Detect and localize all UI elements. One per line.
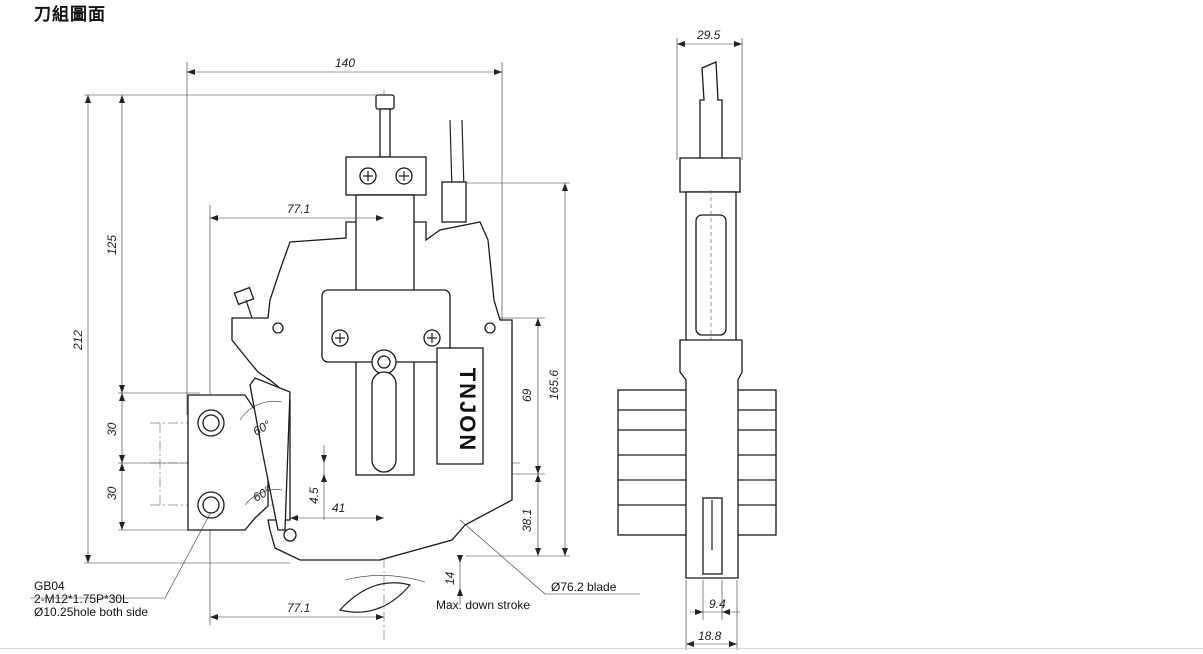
brand-label: TNJON: [455, 368, 480, 453]
mount-note-line1: GB04: [34, 579, 65, 593]
bottom-divider: [0, 648, 1203, 649]
dim-77-lower: 77.1: [287, 601, 310, 615]
dim-29-5: 29.5: [696, 28, 721, 42]
dim-41: 41: [332, 501, 345, 515]
mount-note-line2: 2-M12*1.75P*30L: [34, 592, 129, 606]
stroke-note: Max. down stroke: [436, 598, 530, 612]
screw-slot: [335, 333, 437, 343]
angle-arc: [239, 400, 283, 421]
dim-69: 69: [520, 388, 534, 402]
dim-arrow: [695, 609, 730, 615]
top-clamp-block: [345, 156, 427, 196]
blade-disk: [338, 582, 412, 613]
dim-arrow: [321, 455, 327, 482]
dim-18-8: 18.8: [698, 629, 722, 643]
adjust-slot: [371, 371, 397, 473]
dim-4-5: 4.5: [307, 487, 321, 504]
dim-38: 38.1: [520, 509, 534, 532]
blade-arc: [344, 575, 426, 583]
dim-165: 165.6: [547, 370, 561, 400]
leader-line: [164, 511, 212, 599]
dim-arrow: [119, 393, 125, 463]
dim-125: 125: [105, 235, 119, 255]
side-top-rod: [699, 61, 723, 161]
adjust-bolt-center: [377, 355, 391, 369]
blade-pivot: [283, 528, 297, 542]
dim-30-upper: 30: [105, 422, 119, 436]
cable-connector: [441, 181, 467, 223]
top-cap: [375, 94, 395, 110]
side-knob: [233, 286, 255, 306]
front-view: TNJON 60° 60° 140 77.1 77.1: [30, 56, 640, 640]
angle-arc: [244, 489, 283, 506]
brand-plate: [436, 347, 484, 465]
side-view: 29.5 9.4 18.8: [617, 28, 777, 650]
blade-note: Ø76.2 blade: [551, 580, 617, 594]
side-lower-body: [679, 339, 743, 579]
side-knob-stem: [245, 299, 253, 319]
dim-212: 212: [71, 330, 85, 351]
hole-icon: [272, 322, 284, 334]
mount-hole-inner: [202, 496, 220, 514]
mount-note-line3: Ø10.25hole both side: [34, 605, 148, 619]
hole-icon: [484, 322, 496, 334]
dim-30-lower: 30: [105, 486, 119, 500]
mount-hole-inner: [202, 414, 220, 432]
dim-140: 140: [335, 56, 355, 70]
dim-arrow: [119, 463, 125, 530]
side-upper-block: [679, 157, 741, 193]
page-title: 刀組圖面: [34, 5, 106, 25]
blade-wedge: [249, 377, 291, 531]
leader-line: [459, 519, 546, 595]
dim-77-upper: 77.1: [287, 202, 310, 216]
dim-9-4: 9.4: [709, 597, 726, 611]
top-rod: [379, 108, 391, 158]
screw-slot: [363, 171, 409, 181]
dim-arrow: [677, 41, 742, 47]
dim-14: 14: [443, 571, 457, 585]
cable: [449, 119, 465, 191]
